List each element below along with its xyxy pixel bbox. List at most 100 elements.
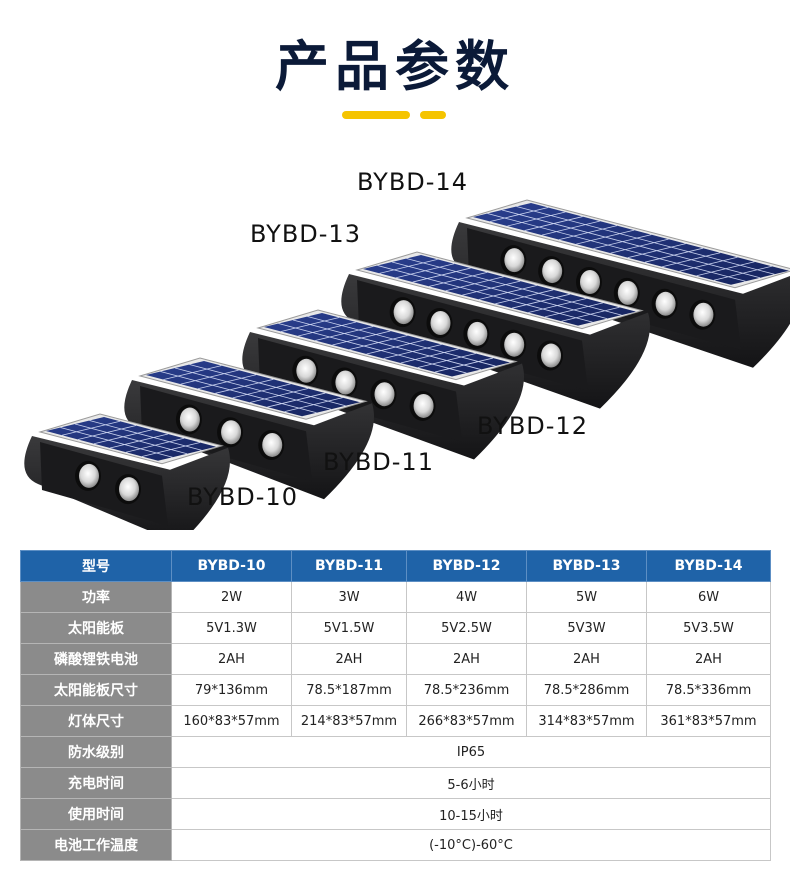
table-cell: 4W — [406, 581, 527, 613]
table-cell: 5V1.3W — [171, 612, 292, 644]
row-label-charge-time: 充电时间 — [20, 767, 172, 799]
row-label-battery-temp: 电池工作温度 — [20, 829, 172, 861]
table-cell: 78.5*187mm — [291, 674, 407, 706]
panel-grid-line — [160, 371, 317, 414]
table-cell: 314*83*57mm — [526, 705, 647, 737]
spec-header-corner: 型号 — [20, 550, 172, 582]
led-light — [655, 291, 676, 316]
panel-grid-line — [487, 213, 746, 282]
page-title: 产品参数 — [275, 35, 515, 98]
led-light — [504, 332, 525, 357]
table-cell: 6W — [646, 581, 771, 613]
led-light — [179, 407, 200, 432]
table-cell: 5V3.5W — [646, 612, 771, 644]
model-label-bybd-11: BYBD-11 — [323, 448, 434, 476]
table-row: 灯体尺寸 160*83*57mm 214*83*57mm 266*83*57mm… — [20, 705, 771, 737]
table-cell: 5W — [526, 581, 647, 613]
panel-grid-line — [278, 323, 467, 374]
table-cell: 2AH — [406, 643, 527, 675]
table-row: 太阳能板 5V1.3W 5V1.5W 5V2.5W 5V3W 5V3.5W — [20, 612, 771, 644]
table-cell: 361*83*57mm — [646, 705, 771, 737]
spec-header-model: BYBD-13 — [526, 550, 647, 582]
panel-grid-line — [501, 209, 761, 279]
row-label-solar-panel: 太阳能板 — [20, 612, 172, 644]
table-cell-merged: 5-6小时 — [171, 767, 771, 799]
panel-grid-line — [189, 364, 346, 407]
table-cell: 78.5*336mm — [646, 674, 771, 706]
panel-grid-line — [307, 316, 496, 367]
model-label-bybd-14: BYBD-14 — [357, 168, 468, 196]
spec-header-model: BYBD-12 — [406, 550, 527, 582]
table-cell: 2AH — [291, 643, 407, 675]
title-underline-short — [420, 111, 446, 119]
table-row: 防水级别 IP65 — [20, 736, 771, 768]
table-cell: 214*83*57mm — [291, 705, 407, 737]
table-cell: 2AH — [646, 643, 771, 675]
table-cell-merged: IP65 — [171, 736, 771, 768]
lamp-bybd-10 — [24, 413, 230, 544]
table-row: 功率 2W 3W 4W 5W 6W — [20, 581, 771, 613]
table-cell: 78.5*236mm — [406, 674, 527, 706]
row-label-waterproof: 防水级别 — [20, 736, 172, 768]
led-light — [693, 302, 714, 327]
title-underline-long — [342, 111, 410, 119]
led-light — [79, 463, 99, 488]
lamp-bybd-11 — [124, 357, 375, 500]
lamp-bybd-14 — [451, 199, 790, 368]
led-light — [119, 477, 139, 502]
panel-grid-line — [406, 258, 622, 316]
table-cell: 5V1.5W — [291, 612, 407, 644]
lamp-bybd-12 — [242, 309, 525, 460]
table-cell-merged: (-10°C)-60°C — [171, 829, 771, 861]
model-label-bybd-12: BYBD-12 — [477, 412, 588, 440]
spec-header-row: 型号 BYBD-10 BYBD-11 BYBD-12 BYBD-13 BYBD-… — [20, 550, 771, 582]
table-row: 使用时间 10-15小时 — [20, 798, 771, 830]
led-light — [221, 420, 242, 445]
panel-grid-line — [292, 319, 482, 370]
led-light — [430, 310, 451, 335]
led-light — [467, 321, 488, 346]
table-row: 太阳能板尺寸 79*136mm 78.5*187mm 78.5*236mm 78… — [20, 674, 771, 706]
table-cell: 5V2.5W — [406, 612, 527, 644]
led-light — [393, 300, 414, 325]
panel-grid-line — [174, 367, 332, 410]
led-light — [504, 248, 525, 273]
spec-header-model: BYBD-11 — [291, 550, 407, 582]
table-cell: 266*83*57mm — [406, 705, 527, 737]
led-light — [579, 269, 600, 294]
row-label-panel-size: 太阳能板尺寸 — [20, 674, 172, 706]
led-light — [413, 393, 434, 418]
row-label-body-size: 灯体尺寸 — [20, 705, 172, 737]
table-row: 磷酸锂铁电池 2AH 2AH 2AH 2AH 2AH — [20, 643, 771, 675]
led-light — [374, 382, 395, 407]
product-illustration: BYBD-14 BYBD-13 BYBD-12 BYBD-11 BYBD-10 — [0, 150, 790, 544]
table-row: 电池工作温度 (-10°C)-60°C — [20, 829, 771, 861]
table-row: 充电时间 5-6小时 — [20, 767, 771, 799]
led-light — [617, 280, 638, 305]
row-label-battery: 磷酸锂铁电池 — [20, 643, 172, 675]
table-cell: 2AH — [526, 643, 647, 675]
lamp-front-face — [40, 442, 168, 526]
table-cell: 5V3W — [526, 612, 647, 644]
led-light — [542, 259, 563, 284]
panel-grid-line — [89, 420, 202, 451]
lamp-front-face — [467, 228, 741, 350]
led-light — [262, 432, 283, 457]
panel-grid-line — [516, 206, 775, 275]
led-light — [541, 343, 562, 368]
row-label-use-time: 使用时间 — [20, 798, 172, 830]
table-cell: 160*83*57mm — [171, 705, 292, 737]
table-cell: 2W — [171, 581, 292, 613]
row-label-power: 功率 — [20, 581, 172, 613]
panel-grid-line — [377, 265, 593, 323]
spec-table: 型号 BYBD-10 BYBD-11 BYBD-12 BYBD-13 BYBD-… — [20, 550, 771, 861]
model-label-bybd-10: BYBD-10 — [187, 483, 298, 511]
lamp-bybd-13 — [341, 251, 650, 409]
table-cell: 79*136mm — [171, 674, 292, 706]
panel-grid-line — [60, 427, 173, 458]
led-light — [296, 358, 317, 383]
table-cell-merged: 10-15小时 — [171, 798, 771, 830]
model-label-bybd-13: BYBD-13 — [250, 220, 361, 248]
panel-grid-line — [391, 261, 608, 319]
panel-grid-line — [74, 423, 188, 455]
